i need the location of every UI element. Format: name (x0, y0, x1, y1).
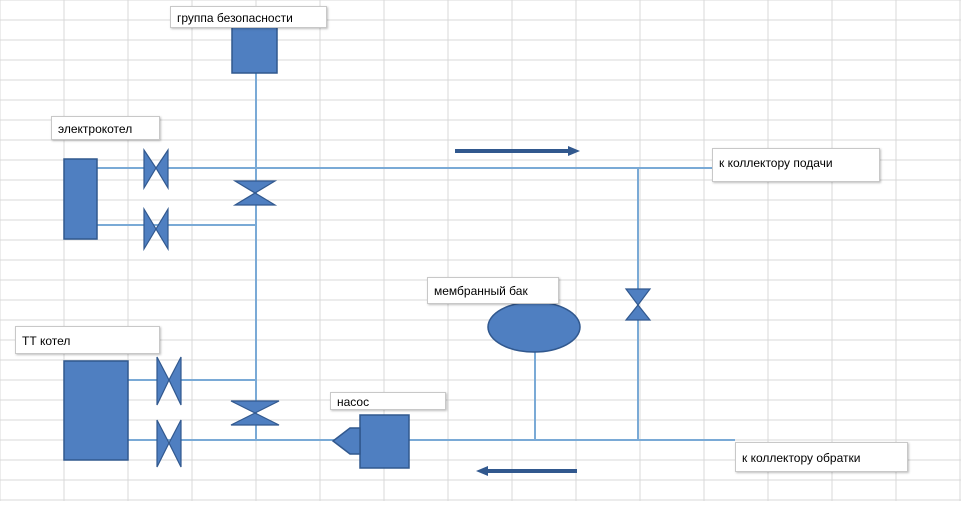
tt-boiler-block (63, 360, 129, 461)
valve-icon (168, 356, 182, 406)
equipment (63, 26, 581, 469)
valve-icon (230, 400, 280, 414)
flow-arrows (455, 146, 580, 476)
valve-icon (155, 148, 169, 191)
valve-icon (156, 419, 170, 468)
safety-group-label: группа безопасности (170, 6, 327, 28)
tt-boiler-label: ТТ котел (15, 326, 160, 354)
return-collector-label: к коллектору обратки (735, 442, 908, 472)
pump-arrow-icon (331, 427, 361, 455)
valve-icon (143, 148, 157, 191)
valve-icon (232, 192, 278, 206)
valve-icon (156, 356, 170, 406)
valve-icon (155, 206, 169, 252)
membrane-tank-ellipse (487, 301, 581, 353)
electric-boiler-block (63, 158, 98, 240)
pump-label: насос (330, 392, 446, 410)
membrane-tank-label: мембранный бак (427, 277, 559, 304)
valve-icon (624, 304, 652, 321)
supply-collector-label: к коллектору подачи (712, 148, 880, 182)
valve-icon (232, 180, 278, 194)
valve-icon (624, 288, 652, 306)
pump-body (359, 414, 410, 469)
valve-icon (168, 419, 182, 468)
pipes (97, 73, 735, 441)
valves (143, 148, 652, 468)
safety-group-block (231, 26, 278, 74)
valve-icon (230, 412, 280, 426)
valve-icon (143, 206, 157, 252)
electric-boiler-label: электрокотел (51, 116, 160, 140)
supply-flow-arrow-head-icon (568, 146, 580, 156)
return-flow-arrow-head-icon (476, 466, 488, 476)
